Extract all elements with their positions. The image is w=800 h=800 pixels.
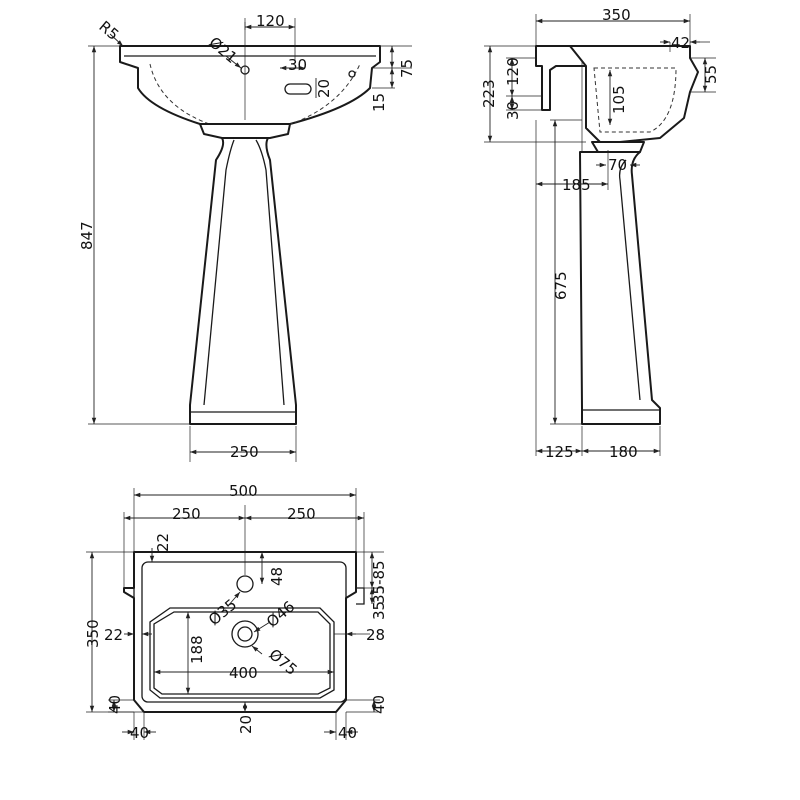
plan-waste-inner: [237, 626, 253, 642]
side-dim-105: 105: [610, 85, 628, 114]
side-pedestal: [579, 151, 661, 425]
front-view: 120 30 20 R5 Ø21 75 15 847 250: [78, 12, 416, 462]
plan-bowl-inner: [153, 611, 331, 695]
side-view: 350 42 55 223 120 30 105 70 185: [480, 6, 720, 461]
side-dim-55: 55: [702, 65, 720, 84]
side-pedestal-inner: [618, 159, 641, 401]
side-dim-125: 125: [545, 443, 574, 461]
side-dim-675: 675: [552, 271, 570, 300]
plan-dim-40-left-h: 40: [130, 724, 149, 742]
plan-tap-hole: [236, 575, 254, 593]
side-collar: [591, 141, 645, 153]
plan-dim-40-right-h: 40: [338, 724, 357, 742]
front-collar: [199, 123, 291, 139]
plan-right-ear: [356, 587, 365, 605]
front-dim-20: 20: [315, 79, 333, 98]
side-dim-70: 70: [608, 156, 627, 174]
plan-dim-250-left: 250: [172, 505, 201, 523]
side-basin-outline: [569, 45, 699, 143]
plan-dim-400: 400: [229, 664, 258, 682]
plan-waste-outer: [231, 620, 259, 648]
front-dim-120: 120: [256, 12, 285, 30]
front-pedestal-inner-right: [255, 139, 285, 406]
front-basin-outline: [119, 45, 381, 125]
side-dim-185: 185: [562, 176, 591, 194]
front-slot: [284, 83, 312, 95]
front-dim-15: 15: [370, 93, 388, 112]
plan-dim-28: 28: [366, 626, 385, 644]
plan-dim-20: 20: [237, 715, 255, 734]
plan-dim-40-right-v: 40: [370, 695, 388, 714]
plan-dim-350: 350: [84, 619, 102, 648]
side-dim-223: 223: [480, 79, 498, 108]
plan-dim-22-left: 22: [104, 626, 123, 644]
plan-dim-48: 48: [268, 567, 286, 586]
front-tap-hole: [240, 65, 250, 75]
plan-dim-188: 188: [188, 635, 206, 664]
plan-dim-35: 35: [370, 601, 388, 620]
front-pedestal-inner-left: [203, 139, 235, 406]
plan-dim-250-right: 250: [287, 505, 316, 523]
plan-bowl: [149, 607, 335, 699]
plan-view: 500 250 250 22 48 35-85 35 Ø35 Ø46 28: [84, 482, 388, 742]
front-dim-75: 75: [398, 59, 416, 78]
plan-dim-500: 500: [229, 482, 258, 500]
side-dim-120: 120: [504, 57, 522, 86]
side-dim-350: 350: [602, 6, 631, 24]
side-dim-42: 42: [671, 34, 690, 52]
plan-dim-35-85: 35-85: [370, 560, 388, 604]
plan-dim-22-top: 22: [154, 533, 172, 552]
side-dim-180: 180: [609, 443, 638, 461]
side-dim-30: 30: [504, 101, 522, 120]
front-dim-30: 30: [288, 56, 307, 74]
front-dim-r5: R5: [95, 17, 122, 44]
front-dim-847: 847: [78, 221, 96, 250]
front-dim-250: 250: [230, 443, 259, 461]
plan-dim-40-left-v: 40: [106, 695, 124, 714]
front-overflow: [348, 70, 356, 78]
plan-outer-outline: [123, 551, 357, 713]
side-bowl-hidden: [593, 67, 677, 133]
